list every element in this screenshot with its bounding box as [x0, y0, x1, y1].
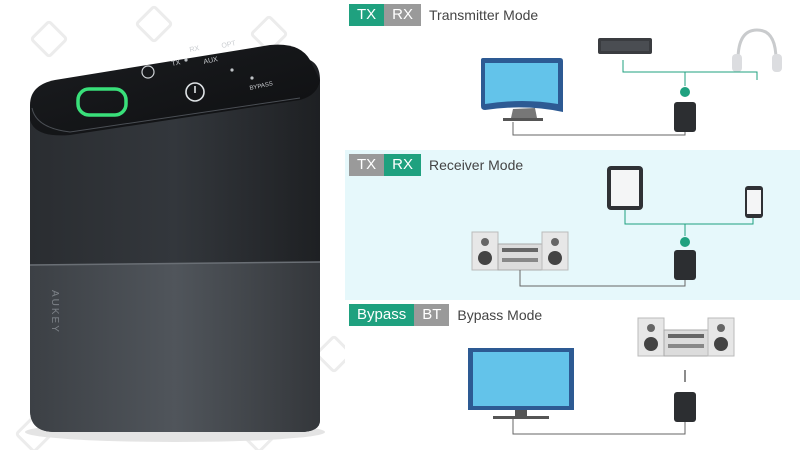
receiver-icon	[674, 250, 696, 280]
label-tx: TX	[171, 59, 182, 68]
hifi-stereo-icon	[637, 317, 735, 357]
mode-header: Bypass BT Bypass Mode	[349, 304, 542, 326]
mode-title: Bypass Mode	[457, 307, 543, 323]
bluetooth-icon	[680, 237, 690, 247]
label-aux: AUX	[203, 56, 219, 66]
mode-diagrams: TX RX Transmitter Mode TX RX Receiver Mo…	[345, 0, 800, 450]
product-photo: RX OPT TX AUX BYPASS AUKEY	[0, 0, 345, 450]
bypass-diagram	[468, 317, 735, 435]
tag-bt: BT	[414, 304, 450, 326]
mode-header: TX RX Transmitter Mode	[349, 4, 538, 26]
mode-title: Transmitter Mode	[429, 7, 539, 23]
power-icon	[185, 82, 205, 102]
tag-tx: TX	[349, 154, 385, 176]
mode-header: TX RX Receiver Mode	[349, 154, 523, 176]
label-opt: OPT	[221, 40, 237, 50]
tag-rx: RX	[384, 154, 422, 176]
tag-bypass: Bypass	[349, 304, 415, 326]
bypass-mode-panel: Bypass BT Bypass Mode	[345, 300, 800, 450]
bluetooth-icon	[680, 87, 690, 97]
headphones-icon	[736, 28, 778, 61]
transmitter-diagram	[481, 28, 782, 136]
bluetooth-icon	[141, 65, 155, 79]
led-ring	[76, 87, 128, 117]
mode-title: Receiver Mode	[429, 157, 524, 173]
tag-rx: RX	[384, 4, 422, 26]
transmitter-mode-panel: TX RX Transmitter Mode	[345, 0, 800, 150]
transmitter-icon	[674, 102, 696, 132]
transmitter-device: RX OPT TX AUX BYPASS AUKEY	[25, 40, 325, 442]
transmitter-icon	[674, 392, 696, 422]
receiver-diagram	[471, 166, 763, 287]
brand-logo: AUKEY	[49, 290, 60, 334]
label-bypass: BYPASS	[249, 81, 273, 92]
tag-tx: TX	[349, 4, 385, 26]
receiver-mode-panel: TX RX Receiver Mode	[345, 150, 800, 300]
label-rx: RX	[189, 45, 200, 54]
hifi-stereo-icon	[471, 231, 569, 271]
